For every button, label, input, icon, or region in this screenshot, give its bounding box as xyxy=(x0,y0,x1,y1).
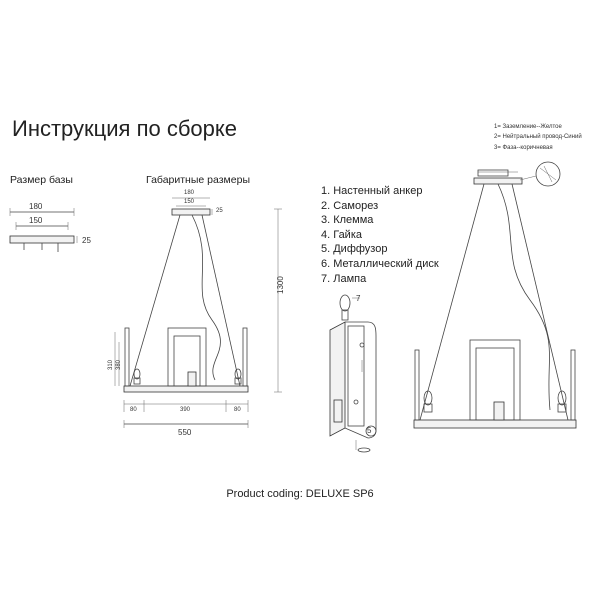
base-dim-150: 150 xyxy=(29,216,43,225)
parts-list-item: 5. Диффузор xyxy=(321,243,388,256)
base-size-label: Размер базы xyxy=(10,174,73,186)
base-drawing xyxy=(9,208,78,252)
assembled-view xyxy=(413,161,577,429)
overall-dim-seg-mid: 390 xyxy=(180,407,191,413)
parts-list-item: 3. Клемма xyxy=(321,214,374,227)
overall-size-label: Габаритные размеры xyxy=(146,174,250,186)
overall-drawing xyxy=(114,197,282,428)
overall-dim-180: 180 xyxy=(184,190,195,196)
base-dim-25: 25 xyxy=(82,236,91,245)
diffuser-detail xyxy=(329,294,377,453)
parts-list-item: 6. Металлический диск xyxy=(321,257,439,270)
parts-list-item: 4. Гайка xyxy=(321,228,363,241)
wiring-item: 2= Нейтральный провод-Синий xyxy=(494,134,582,141)
overall-dim-seg-right: 80 xyxy=(234,407,241,413)
wiring-item: 3= Фаза--коричневая xyxy=(494,144,553,151)
overall-dim-25: 25 xyxy=(216,208,223,214)
parts-list-item: 7. Лампа xyxy=(321,272,367,285)
product-coding: Product coding: DELUXE SP6 xyxy=(226,488,374,500)
wiring-legend: 1= Заземление--Желтое 2= Нейтральный про… xyxy=(494,122,582,153)
overall-dim-550: 550 xyxy=(178,428,192,437)
overall-dim-150: 150 xyxy=(184,199,195,205)
parts-list-item: 2. Саморез xyxy=(321,199,379,212)
callout-7: 7 xyxy=(356,294,361,303)
parts-list: 1. Настенный анкер 2. Саморез 3. Клемма … xyxy=(321,184,439,286)
base-dim-180: 180 xyxy=(29,202,43,211)
callout-5: 5 xyxy=(367,426,372,435)
overall-dim-seg-left: 80 xyxy=(130,407,137,413)
page-title: Инструкция по сборке xyxy=(12,116,238,141)
wiring-item: 1= Заземление--Желтое xyxy=(494,124,562,130)
parts-list-item: 1. Настенный анкер xyxy=(321,185,423,197)
